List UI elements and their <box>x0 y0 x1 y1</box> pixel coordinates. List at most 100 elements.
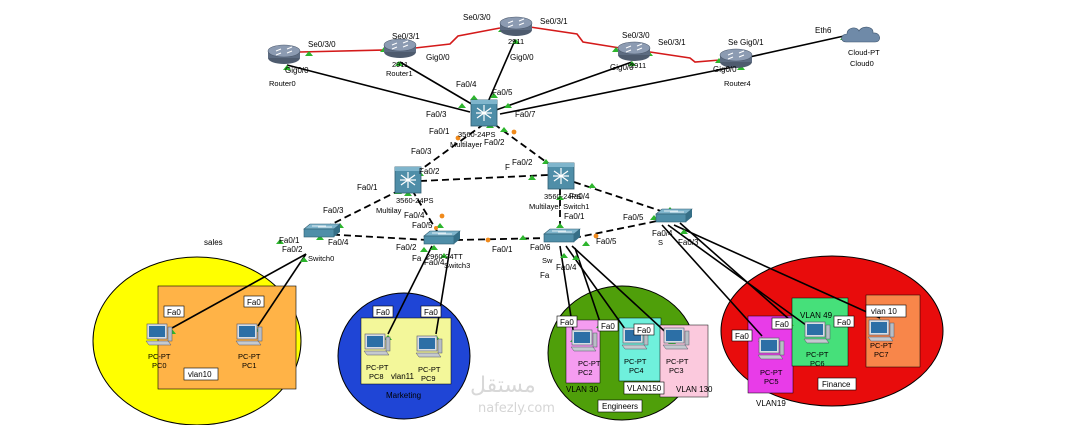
pc-port-boxes: Fa0 Fa0 Fa0 Fa0 Fa0 Fa0 Fa0 Fa0 Fa0 Fa0 <box>163 295 855 342</box>
link-sw2-pc7[interactable] <box>673 224 881 319</box>
pc1-name: PC1 <box>242 361 257 370</box>
link-mls0-mls2[interactable] <box>411 123 485 177</box>
pc0-port: Fa0 <box>167 308 181 317</box>
serial-links <box>299 26 721 63</box>
pc7-name: PC7 <box>874 350 889 359</box>
pc1-device[interactable] <box>235 323 263 346</box>
port-mls2-fa5: Fa0/5 <box>412 221 433 230</box>
port-mls1-f: F <box>505 163 510 172</box>
link-sw0-pc1[interactable] <box>257 253 307 327</box>
router1[interactable] <box>383 38 417 59</box>
cloud0-name: Cloud0 <box>850 59 874 68</box>
port-sw3-fa: Fa <box>412 254 422 263</box>
port-mls0-fa5: Fa0/5 <box>492 88 513 97</box>
link-r4-mls0[interactable] <box>499 65 739 115</box>
switch1[interactable] <box>543 228 581 243</box>
multilayer-switch1[interactable] <box>547 162 575 190</box>
port-sw1-fa6: Fa0/6 <box>530 243 551 252</box>
pc1-model: PC-PT <box>238 352 261 361</box>
port-mls0-fa3: Fa0/3 <box>426 110 447 119</box>
switch1-name: Sw <box>542 256 553 265</box>
switch2[interactable] <box>655 208 693 223</box>
pc2-device[interactable] <box>570 329 598 352</box>
router1-name: Router1 <box>386 69 413 78</box>
router2[interactable] <box>499 16 533 37</box>
pc4-name: PC4 <box>629 366 644 375</box>
port-r2-se-right: Se0/3/1 <box>540 17 568 26</box>
port-mls0-fa2: Fa0/2 <box>484 138 505 147</box>
link-sw3-pc8[interactable] <box>387 245 433 335</box>
router0-name: Router0 <box>269 79 296 88</box>
cloud0[interactable] <box>841 26 880 43</box>
multilayer-switch0[interactable] <box>470 99 498 127</box>
link-sw1-pc3[interactable] <box>571 245 673 339</box>
pc8-device[interactable] <box>363 333 391 356</box>
pc6-model: PC-PT <box>806 350 829 359</box>
pc3-model: PC-PT <box>666 357 689 366</box>
pc0-device[interactable] <box>145 323 173 346</box>
router2-model: 2911 <box>508 37 524 46</box>
vlan49-label: VLAN 49 <box>800 311 833 320</box>
router3[interactable] <box>617 41 651 62</box>
pc6-device[interactable] <box>803 321 831 344</box>
pc3-name: PC3 <box>669 366 684 375</box>
router3-model: 2911 <box>630 61 646 70</box>
vlan19-label: VLAN19 <box>756 399 786 408</box>
link-sw2-pc6b[interactable] <box>679 222 791 321</box>
link-r1-mls0[interactable] <box>399 61 476 107</box>
link-r3-mls0[interactable] <box>495 61 633 111</box>
port-mls0-fa1: Fa0/1 <box>429 127 450 136</box>
pc7-device[interactable] <box>867 319 895 342</box>
pc2b-port: Fa0 <box>601 322 615 331</box>
port-mls0-fa7: Fa0/7 <box>515 110 536 119</box>
serial-r0-r1[interactable] <box>299 49 386 53</box>
port-sw3-fa1: Fa0/1 <box>492 245 513 254</box>
port-mls1-fa1: Fa0/1 <box>564 212 585 221</box>
port-sw2-fa4: Fa0/4 <box>652 229 673 238</box>
watermark-arabic: مستقل <box>470 373 536 398</box>
pc7-model: PC-PT <box>870 341 893 350</box>
multilayer-switch2[interactable] <box>394 166 422 194</box>
pc3-device[interactable] <box>662 327 690 350</box>
port-sw3-fa4: Fa0/4 <box>424 258 445 267</box>
link-r0-mls0[interactable] <box>286 64 471 113</box>
vlan150-label: VLAN150 <box>627 384 662 393</box>
port-sw2-fa3: Fa0/3 <box>678 238 699 247</box>
link-sw3-pc9[interactable] <box>435 247 451 335</box>
link-sw2-pc6[interactable] <box>667 224 811 329</box>
switch3[interactable] <box>423 230 461 245</box>
router0[interactable] <box>267 44 301 65</box>
serial-r2-r3[interactable] <box>529 26 621 49</box>
port-mls2-fa4: Fa0/4 <box>404 211 425 220</box>
pc9-device[interactable] <box>415 335 443 358</box>
mls1-model: 3560-24PS <box>544 192 582 201</box>
link-sw1-pc4[interactable] <box>565 245 631 337</box>
link-sw0-pc0[interactable] <box>171 253 307 329</box>
link-sw2-pc5[interactable] <box>661 224 763 337</box>
link-r4-cloud[interactable] <box>744 35 845 59</box>
serial-r1-r2[interactable] <box>414 27 501 49</box>
link-sw1-pc2b[interactable] <box>574 247 601 323</box>
sales-label: sales <box>204 238 223 247</box>
port-mls1-fa2: Fa0/2 <box>512 158 533 167</box>
vlan11-label: vlan11 <box>391 372 415 381</box>
marketing-label: Marketing <box>386 391 421 400</box>
serial-r3-r4[interactable] <box>649 51 721 63</box>
port-r2-se-left: Se0/3/0 <box>463 13 491 22</box>
link-sw0-sw3[interactable] <box>321 233 429 241</box>
port-mls2-fa1: Fa0/1 <box>357 183 378 192</box>
link-sw1-sw2[interactable] <box>573 219 663 239</box>
link-sw3-sw1[interactable] <box>455 237 549 241</box>
port-mls2-fa2: Fa0/2 <box>419 167 440 176</box>
engineers-label: Engineers <box>602 402 638 411</box>
port-r1-se: Se0/3/1 <box>392 32 420 41</box>
vlan30-label: VLAN 30 <box>566 385 599 394</box>
pc1-port: Fa0 <box>247 298 261 307</box>
port-labels: Se0/3/0 Gig0/0 Se0/3/1 Gig0/0 Se0/3/0 Se… <box>279 13 832 280</box>
mls2-model: 3560-24PS <box>396 196 434 205</box>
link-mls2-sw0[interactable] <box>319 189 401 231</box>
link-r2-mls0[interactable] <box>487 39 516 103</box>
pc5-device[interactable] <box>757 337 785 360</box>
switch0[interactable] <box>303 223 341 238</box>
